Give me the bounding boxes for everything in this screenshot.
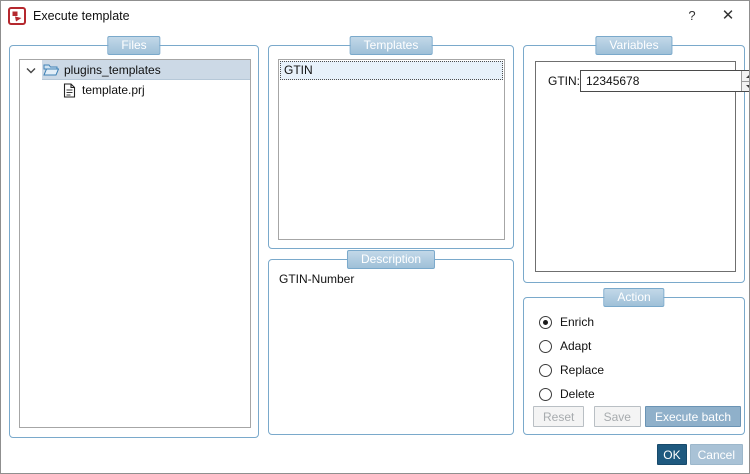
reset-button[interactable]: Reset — [533, 406, 585, 427]
tree-item-folder[interactable]: plugins_templates — [20, 60, 250, 80]
variables-panel-title: Variables — [595, 36, 673, 55]
variable-row: GTIN: — [548, 70, 749, 92]
templates-panel: Templates GTIN — [268, 36, 514, 249]
action-buttons: Reset Save Execute batch — [533, 406, 741, 427]
description-panel: Description GTIN-Number — [268, 250, 514, 435]
dialog-footer: OK Cancel — [657, 444, 743, 465]
radio-icon[interactable] — [539, 363, 552, 377]
templates-panel-title: Templates — [349, 36, 433, 55]
tree-item-label: template.prj — [82, 83, 145, 97]
chevron-down-icon[interactable] — [20, 67, 42, 74]
radio-label: Adapt — [560, 339, 592, 353]
radio-option-adapt[interactable]: Adapt — [539, 334, 604, 358]
spin-down-button[interactable] — [742, 81, 749, 91]
spin-up-button[interactable] — [742, 71, 749, 81]
arrow-down-icon — [746, 84, 749, 89]
window-title: Execute template — [33, 9, 130, 23]
files-panel: Files plugins_templates — [9, 36, 259, 438]
selected-row-highlight[interactable]: plugins_templates — [42, 60, 250, 80]
spinner-buttons — [741, 71, 749, 91]
variable-label: GTIN: — [548, 74, 580, 88]
files-tree[interactable]: plugins_templates template.prj — [19, 59, 251, 428]
gtin-spinbox[interactable] — [580, 70, 749, 92]
variables-panel: Variables GTIN: — [523, 36, 749, 283]
open-folder-icon — [42, 63, 60, 76]
description-text: GTIN-Number — [279, 272, 355, 286]
execute-batch-button[interactable]: Execute batch — [644, 406, 741, 427]
close-button[interactable]: ✕ — [711, 1, 745, 29]
action-panel-title: Action — [603, 288, 665, 307]
ok-button[interactable]: OK — [657, 444, 687, 465]
titlebar: Execute template ? ✕ — [1, 1, 749, 31]
radio-icon[interactable] — [539, 315, 552, 329]
radio-option-replace[interactable]: Replace — [539, 358, 604, 382]
tree-item-file[interactable]: template.prj — [20, 80, 250, 100]
template-list-item[interactable]: GTIN — [280, 61, 503, 80]
radio-label: Enrich — [560, 315, 595, 329]
files-panel-title: Files — [107, 36, 161, 55]
templates-list[interactable]: GTIN — [278, 59, 505, 240]
arrow-up-icon — [746, 74, 749, 78]
radio-icon[interactable] — [539, 339, 552, 353]
file-icon — [60, 82, 78, 98]
gtin-input[interactable] — [581, 71, 741, 91]
action-options: Enrich Adapt Replace Delete — [539, 310, 604, 406]
help-button[interactable]: ? — [675, 1, 709, 29]
app-icon — [8, 7, 26, 25]
cancel-button[interactable]: Cancel — [689, 444, 743, 465]
description-panel-title: Description — [346, 250, 436, 269]
radio-option-delete[interactable]: Delete — [539, 382, 604, 406]
radio-label: Delete — [560, 387, 595, 401]
radio-label: Replace — [560, 363, 605, 377]
variables-frame: GTIN: — [535, 61, 749, 272]
tree-item-label: plugins_templates — [64, 62, 161, 77]
radio-icon[interactable] — [539, 387, 552, 401]
radio-option-enrich[interactable]: Enrich — [539, 310, 604, 334]
save-button[interactable]: Save — [593, 406, 641, 427]
action-panel: Action Enrich Adapt Replace Delete Reset… — [523, 288, 745, 435]
